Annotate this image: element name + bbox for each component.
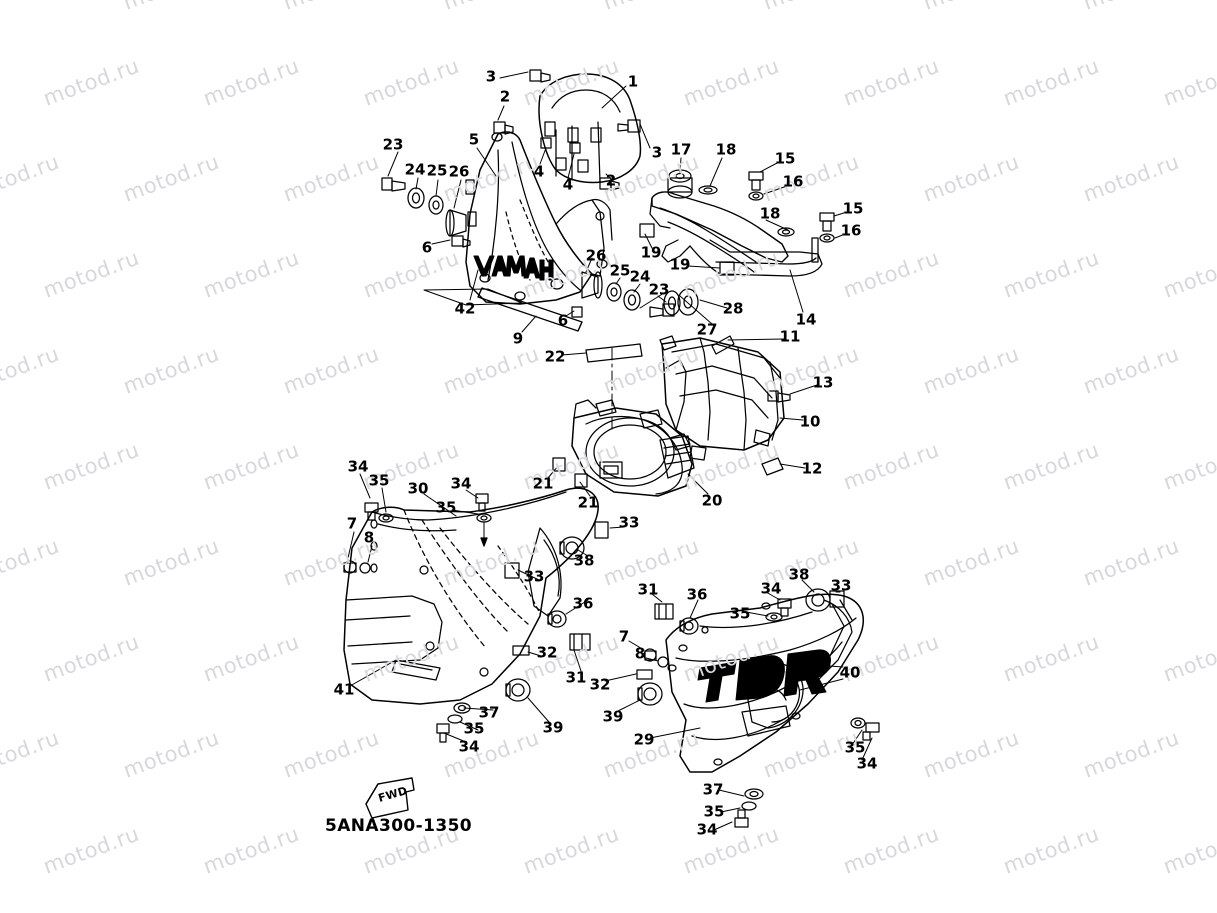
right-side-cowl	[636, 588, 880, 828]
callout-number-27: 27	[696, 320, 718, 339]
callout-number-34: 34	[856, 754, 878, 773]
callout-number-3: 3	[485, 67, 497, 86]
callout-number-35: 35	[703, 802, 725, 821]
left-side-cowl	[343, 487, 609, 743]
callout-number-3: 3	[651, 143, 663, 162]
callout-number-9: 9	[512, 329, 524, 348]
callout-number-32: 32	[536, 643, 558, 662]
callout-number-39: 39	[602, 707, 624, 726]
callout-number-36: 36	[572, 594, 594, 613]
callout-number-6: 6	[421, 238, 433, 257]
callout-number-41: 41	[333, 680, 355, 699]
callout-number-35: 35	[368, 471, 390, 490]
callout-number-16: 16	[782, 172, 804, 191]
callout-number-34: 34	[760, 579, 782, 598]
hardware-bolt-3	[529, 69, 641, 133]
tdr-logo	[697, 649, 831, 703]
headlight-stay-frame	[659, 335, 791, 476]
headlight-unit	[552, 343, 695, 497]
callout-number-33: 33	[523, 567, 545, 586]
callout-number-2: 2	[499, 87, 511, 106]
upper-stay-bracket	[639, 169, 835, 277]
callout-number-19: 19	[669, 255, 691, 274]
callout-number-30: 30	[407, 479, 429, 498]
callout-number-28: 28	[722, 299, 744, 318]
callout-number-4: 4	[533, 162, 545, 181]
callout-number-4: 4	[562, 175, 574, 194]
callout-number-1: 1	[627, 72, 639, 91]
callout-number-34: 34	[450, 474, 472, 493]
callout-number-10: 10	[799, 412, 821, 431]
callout-number-29: 29	[633, 730, 655, 749]
callout-number-21: 21	[577, 493, 599, 512]
yamaha-logo	[473, 255, 554, 281]
callout-number-34: 34	[458, 737, 480, 756]
callout-number-22: 22	[544, 347, 566, 366]
callout-number-12: 12	[801, 459, 823, 478]
callout-number-7: 7	[346, 514, 358, 533]
callout-number-5: 5	[468, 130, 480, 149]
callout-number-15: 15	[842, 199, 864, 218]
callout-number-35: 35	[729, 604, 751, 623]
callout-number-13: 13	[812, 373, 834, 392]
fwd-arrow	[365, 777, 415, 819]
leader-lines	[347, 71, 873, 831]
hardware-nut-4	[540, 137, 581, 154]
callout-number-18: 18	[759, 204, 781, 223]
callout-number-35: 35	[463, 719, 485, 738]
callout-number-34: 34	[347, 457, 369, 476]
callout-number-33: 33	[618, 513, 640, 532]
front-cowl-assembly	[423, 131, 613, 332]
callout-number-38: 38	[573, 551, 595, 570]
upper-windscreen-assembly	[493, 69, 642, 191]
callout-number-40: 40	[839, 663, 861, 682]
collar-stack-left	[381, 177, 467, 237]
callout-number-23: 23	[382, 135, 404, 154]
callout-number-8: 8	[363, 528, 375, 547]
callout-number-14: 14	[795, 310, 817, 329]
diagram-part-number: 5ANA300-1350	[325, 816, 473, 836]
callout-number-33: 33	[830, 576, 852, 595]
callout-number-11: 11	[779, 327, 801, 346]
callout-number-42: 42	[454, 299, 476, 318]
callout-number-16: 16	[840, 221, 862, 240]
callout-number-25: 25	[426, 161, 448, 180]
callout-number-37: 37	[702, 780, 724, 799]
callout-number-38: 38	[788, 565, 810, 584]
callout-number-31: 31	[637, 580, 659, 599]
callout-number-31: 31	[565, 668, 587, 687]
callout-number-36: 36	[686, 585, 708, 604]
callout-number-24: 24	[404, 160, 426, 179]
callout-number-34: 34	[696, 820, 718, 839]
callout-number-7: 7	[618, 627, 630, 646]
callout-number-25: 25	[609, 261, 631, 280]
callout-number-35: 35	[844, 738, 866, 757]
callout-number-6: 6	[557, 311, 569, 330]
callout-number-15: 15	[774, 149, 796, 168]
callout-number-20: 20	[701, 491, 723, 510]
damper-27-28	[639, 288, 699, 316]
callout-number-8: 8	[634, 644, 646, 663]
callout-number-35: 35	[435, 498, 457, 517]
callout-number-2: 2	[605, 171, 617, 190]
callout-number-37: 37	[478, 703, 500, 722]
callout-number-26: 26	[585, 246, 607, 265]
callout-number-39: 39	[542, 718, 564, 737]
hardware-nut-2	[493, 121, 620, 191]
callout-number-17: 17	[670, 140, 692, 159]
callout-number-21: 21	[532, 474, 554, 493]
callout-number-18: 18	[715, 140, 737, 159]
callout-number-19: 19	[640, 243, 662, 262]
callout-number-32: 32	[589, 675, 611, 694]
callout-number-26: 26	[448, 162, 470, 181]
callout-number-23: 23	[648, 280, 670, 299]
collar-stack-right	[581, 271, 675, 318]
callout-number-24: 24	[629, 267, 651, 286]
